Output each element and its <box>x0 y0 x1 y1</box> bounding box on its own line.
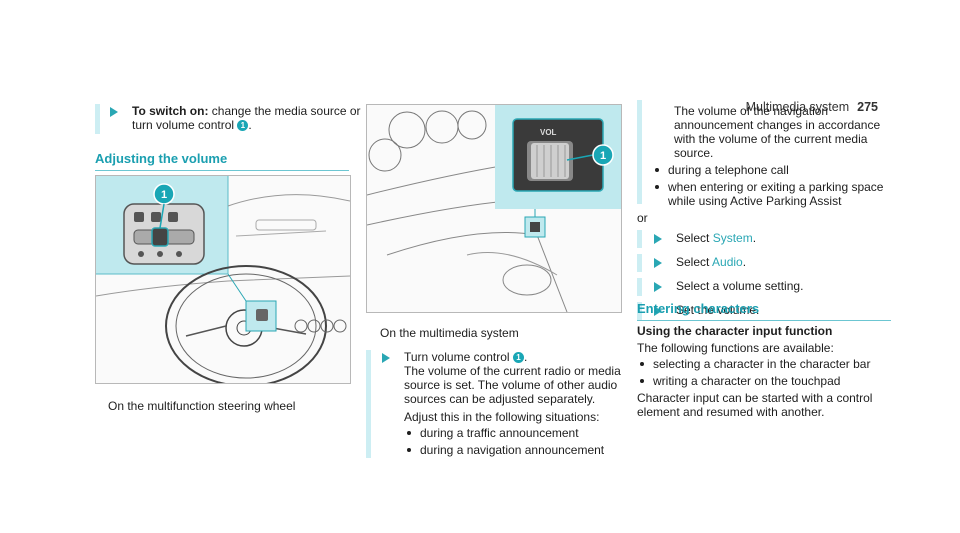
callout-number: 1 <box>237 120 249 131</box>
section-name: Multimedia system <box>745 100 850 114</box>
figure-caption: On the multimedia system <box>380 326 519 340</box>
page-header: Multimedia system 275 <box>746 100 878 114</box>
step-end: . <box>523 350 528 364</box>
step-text: change the media source or turn volume c… <box>132 104 361 132</box>
section-heading-characters: Entering characters <box>637 302 891 321</box>
continued-list: The volume of the navigation announcemen… <box>652 104 892 211</box>
situations-list: during a traffic announcement during a n… <box>404 426 649 457</box>
step-turn-volume: Turn volume control 1. The volume of the… <box>382 350 649 460</box>
closing-note: Character input can be started with a co… <box>637 391 873 419</box>
step-bar <box>637 230 642 248</box>
list-item: selecting a character in the character b… <box>637 357 891 371</box>
multimedia-figure: VOL 1 <box>366 104 622 313</box>
section-heading-volume: Adjusting the volume <box>95 152 349 171</box>
steering-wheel-figure: 1 <box>95 175 351 384</box>
step-arrow-icon <box>654 306 662 316</box>
step-bar <box>366 350 371 458</box>
figure-callout-number: 1 <box>161 189 167 201</box>
step-lead: To switch on: <box>132 104 209 118</box>
steering-wheel-illustration: 1 <box>96 176 350 383</box>
vol-label: VOL <box>540 128 557 137</box>
step-text: Turn volume control <box>404 350 510 364</box>
step-bar <box>95 104 100 134</box>
figure-callout-number: 1 <box>600 150 606 162</box>
subheading-character-input: Using the character input function <box>637 324 833 338</box>
step-text: Set the volume. <box>676 303 760 317</box>
list-item: during a navigation announcement <box>404 443 649 457</box>
step-arrow-icon <box>110 107 118 117</box>
select-prefix: Select <box>676 255 710 269</box>
callout-number: 1 <box>512 352 524 363</box>
select-prefix: Select <box>676 231 710 245</box>
situations-list: during a telephone call when entering or… <box>652 163 892 208</box>
list-item: during a traffic announcement <box>404 426 649 440</box>
step-select-volume-setting: Select a volume setting. <box>654 279 803 293</box>
step-switch-on: To switch on: change the media source or… <box>110 104 367 132</box>
step-set-volume: Set the volume. <box>654 303 759 317</box>
figure-caption: On the multifunction steering wheel <box>108 399 296 413</box>
functions-list: selecting a character in the character b… <box>637 357 891 388</box>
multimedia-illustration: VOL 1 <box>367 105 621 312</box>
functions-block: The following functions are available: s… <box>637 341 891 419</box>
step-select-audio: Select Audio. <box>654 255 746 269</box>
audio-menu-link[interactable]: Audio <box>712 255 743 269</box>
step-bar <box>637 100 642 204</box>
step-bar <box>637 254 642 272</box>
step-bar <box>637 278 642 296</box>
situations-intro: Adjust this in the following situations: <box>404 410 600 424</box>
navigation-announcement-note: The volume of the navigation announcemen… <box>674 104 881 160</box>
step-end: . <box>742 255 747 269</box>
or-label: or <box>637 211 648 225</box>
volume-explanation: The volume of the current radio or media… <box>404 364 621 406</box>
step-arrow-icon <box>654 258 662 268</box>
step-arrow-icon <box>654 234 662 244</box>
step-end: . <box>248 118 252 132</box>
system-menu-link[interactable]: System <box>712 231 753 245</box>
page-number: 275 <box>857 100 878 114</box>
step-select-system: Select System. <box>654 231 756 245</box>
step-arrow-icon <box>382 353 390 363</box>
list-item: during a telephone call <box>652 163 892 177</box>
step-bar <box>637 302 642 320</box>
list-item: when entering or exiting a parking space… <box>652 180 892 208</box>
step-end: . <box>752 231 757 245</box>
step-text: Select a volume setting. <box>676 279 804 293</box>
step-arrow-icon <box>654 282 662 292</box>
functions-intro: The following functions are available: <box>637 341 834 355</box>
list-item: writing a character on the touchpad <box>637 374 891 388</box>
